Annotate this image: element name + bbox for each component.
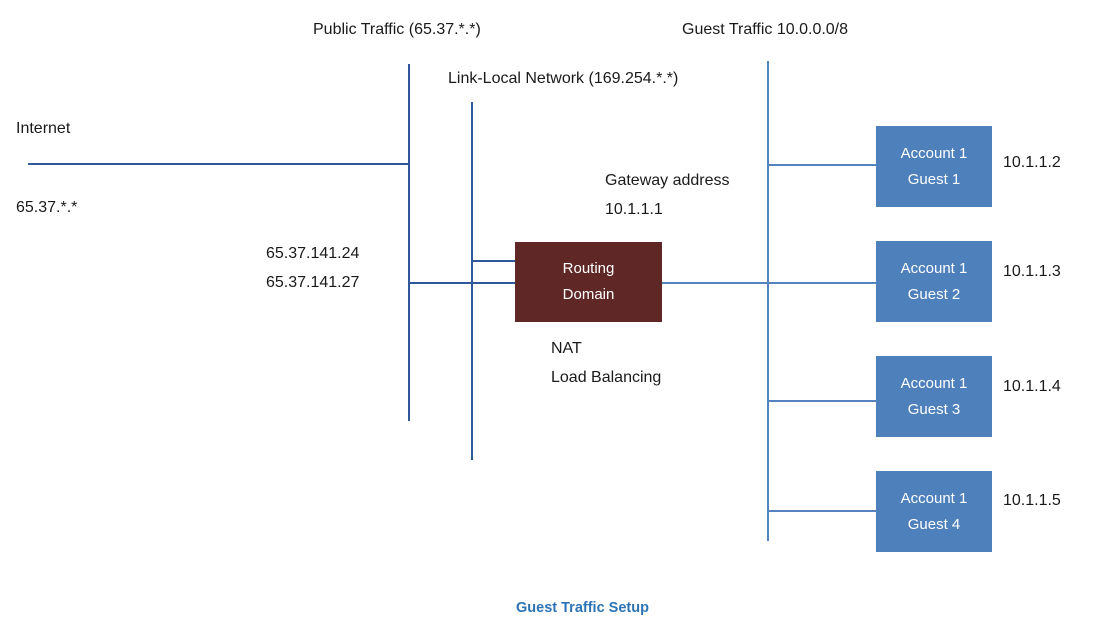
guest4-ip-label: 10.1.1.5	[1003, 492, 1061, 509]
gateway-address-label: Gateway address	[605, 172, 730, 189]
guest-traffic-label: Guest Traffic 10.0.0.0/8	[682, 21, 849, 38]
load-balancing-label: Load Balancing	[551, 369, 662, 386]
internet-link-line	[28, 163, 410, 165]
link-local-network-label: Link-Local Network (169.254.*.*)	[448, 70, 679, 87]
guest2-box: Account 1 Guest 2	[876, 241, 992, 322]
routing-domain-label-line2: Domain	[562, 286, 615, 303]
guest1-box: Account 1 Guest 1	[876, 126, 992, 207]
routing-uplink-1-line	[472, 260, 516, 262]
guest2-ip-label: 10.1.1.3	[1003, 263, 1061, 280]
internet-label: Internet	[16, 120, 71, 137]
guest4-name-label: Guest 4	[907, 515, 961, 533]
guest2-account-label: Account 1	[900, 259, 968, 277]
guest1-link-line	[768, 164, 877, 166]
nat-label: NAT	[551, 340, 582, 357]
guest1-name-label: Guest 1	[907, 170, 961, 188]
public-network-line	[408, 64, 410, 421]
routing-domain-box: Routing Domain	[515, 242, 662, 322]
routing-domain-label-line1: Routing	[562, 260, 615, 277]
public-traffic-label: Public Traffic (65.37.*.*)	[313, 21, 481, 38]
public-ip-1-label: 65.37.141.24	[266, 245, 360, 262]
guest3-ip-label: 10.1.1.4	[1003, 378, 1061, 395]
internet-ip-label: 65.37.*.*	[16, 199, 78, 216]
guest3-name-label: Guest 3	[907, 400, 961, 418]
guest3-account-label: Account 1	[900, 374, 968, 392]
guest4-link-line	[768, 510, 877, 512]
public-ip-2-label: 65.37.141.27	[266, 274, 360, 291]
gateway-ip-label: 10.1.1.1	[605, 201, 663, 218]
guest3-link-line	[768, 400, 877, 402]
routing-to-guest2-line	[661, 282, 877, 284]
guest1-ip-label: 10.1.1.2	[1003, 154, 1061, 171]
routing-uplink-2-line	[409, 282, 516, 284]
guest1-account-label: Account 1	[900, 144, 968, 162]
guest4-box: Account 1 Guest 4	[876, 471, 992, 552]
guest2-name-label: Guest 2	[907, 285, 961, 303]
guest-network-line	[767, 61, 769, 541]
guest4-account-label: Account 1	[900, 489, 968, 507]
diagram-caption: Guest Traffic Setup	[516, 600, 649, 616]
guest3-box: Account 1 Guest 3	[876, 356, 992, 437]
link-local-network-line	[471, 102, 473, 460]
